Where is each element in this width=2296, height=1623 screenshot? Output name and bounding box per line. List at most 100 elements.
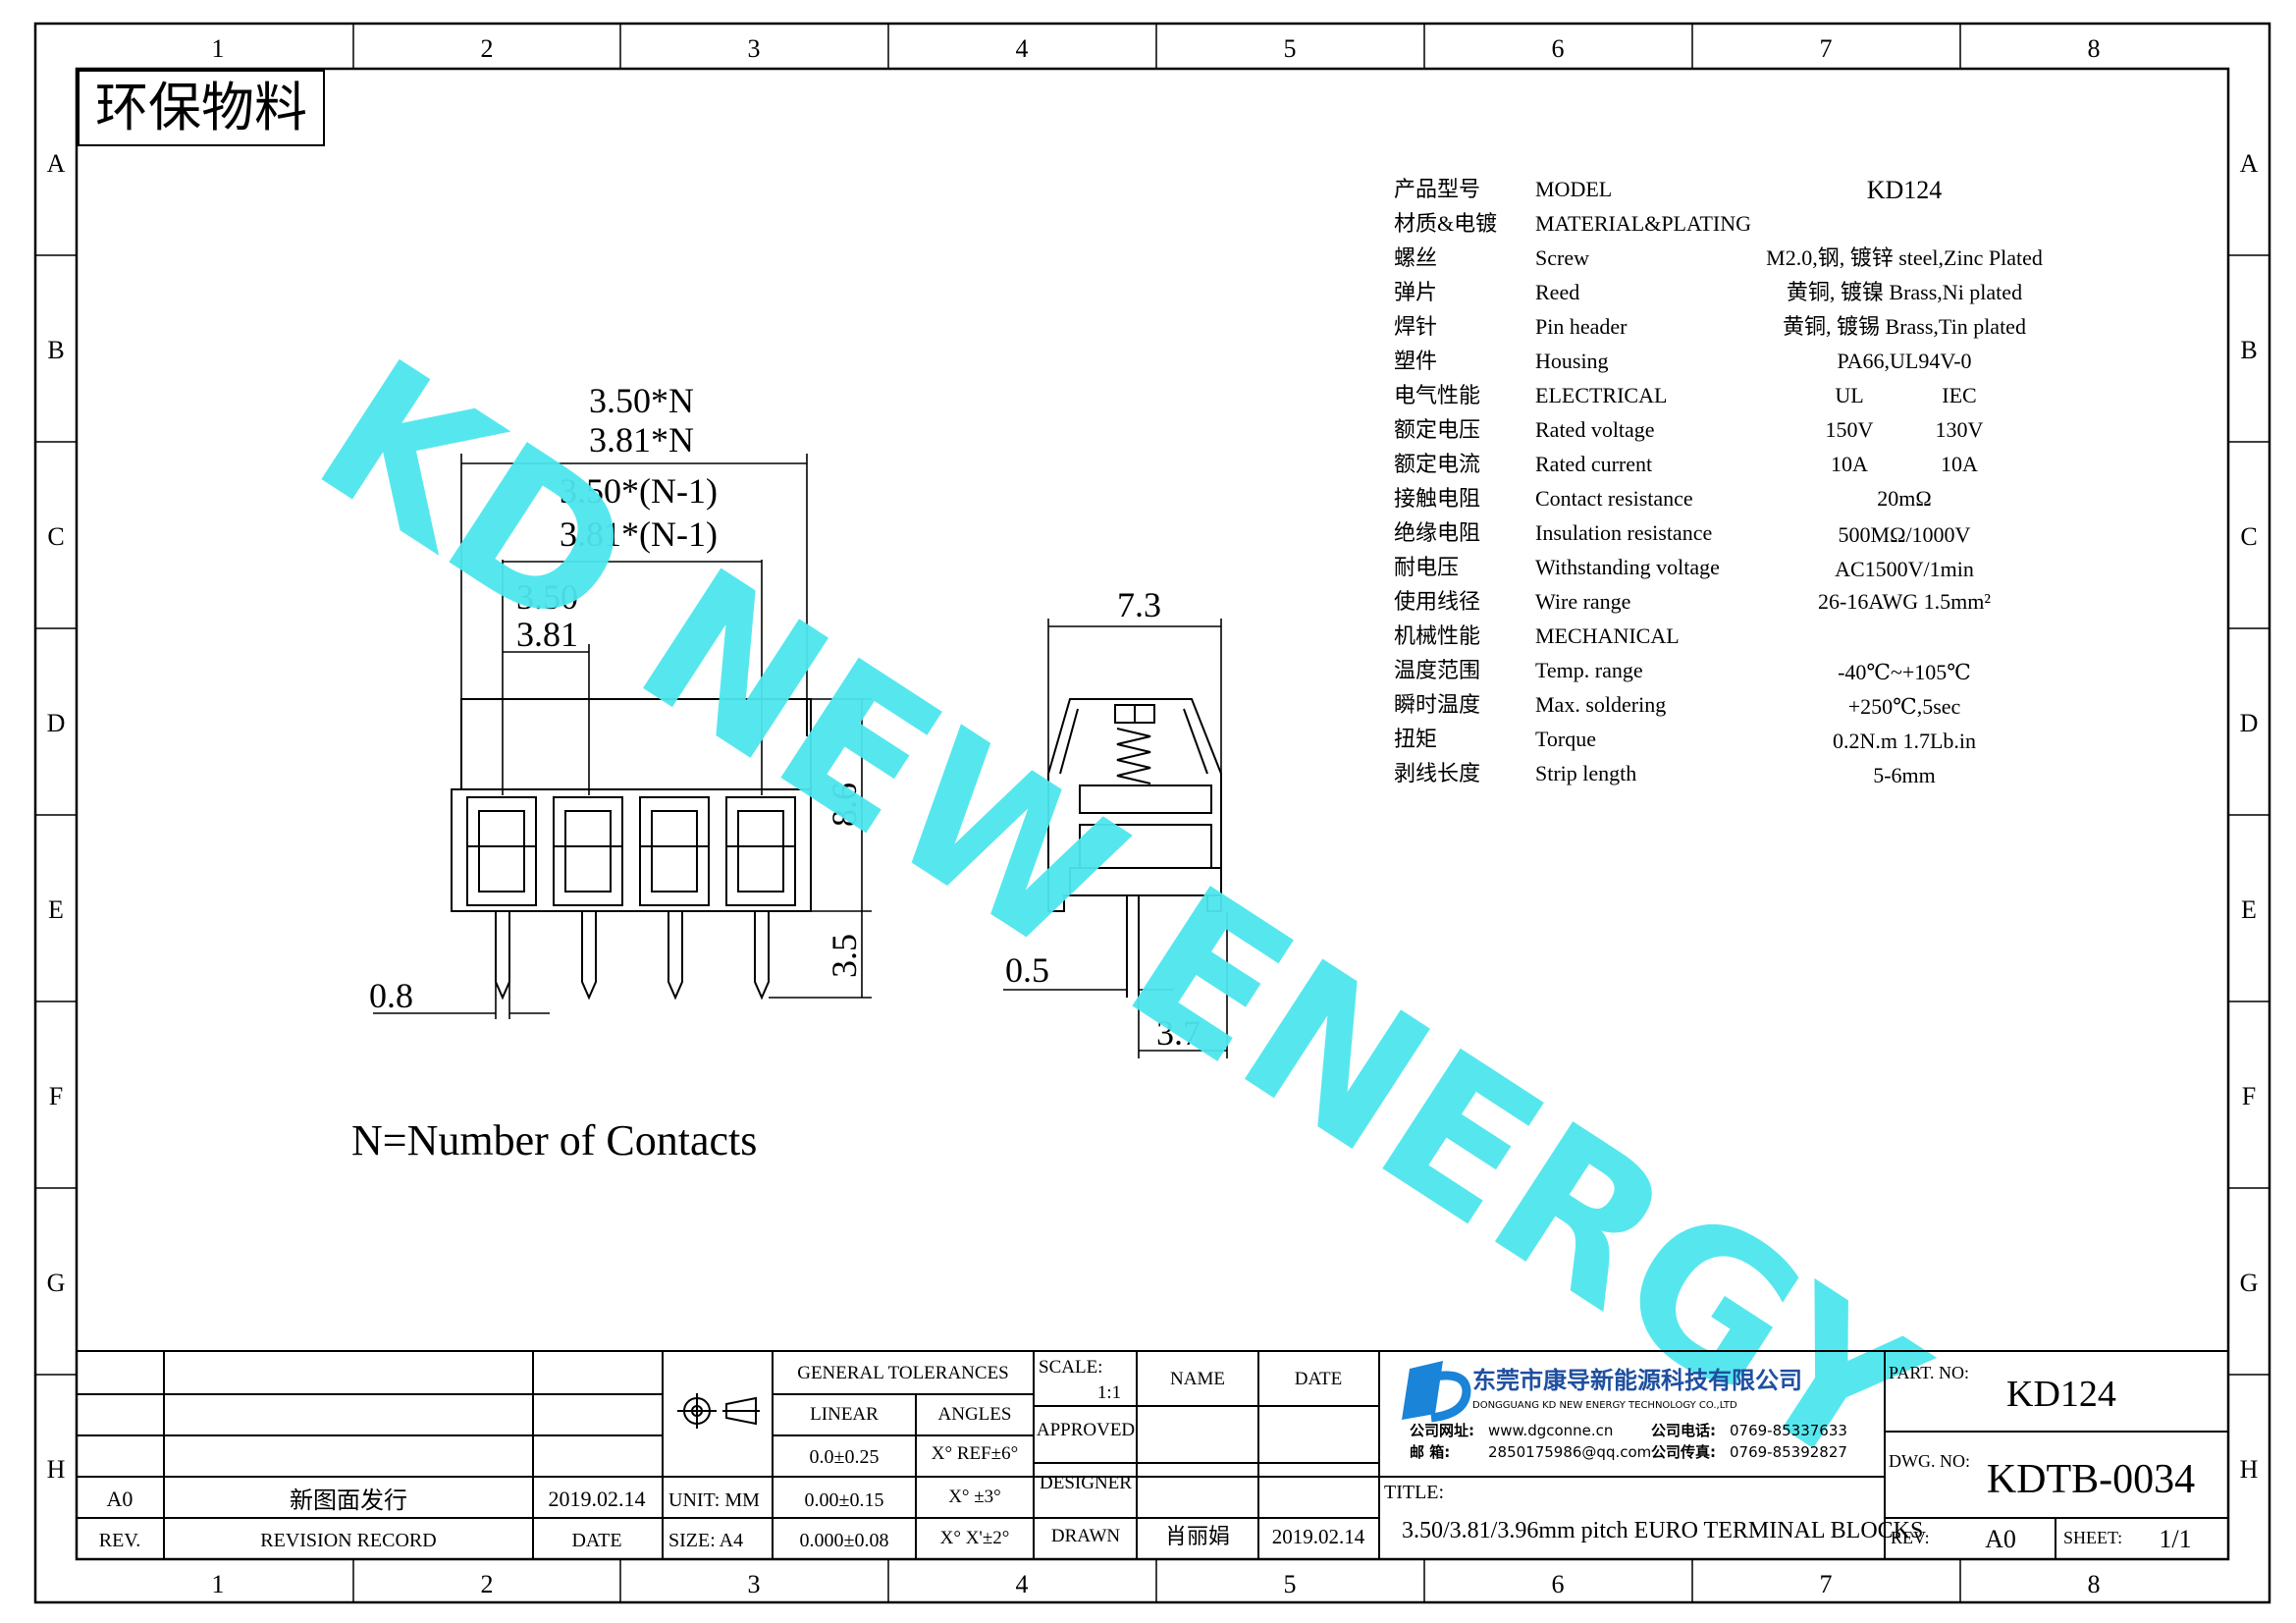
spec-value: +250℃,5sec bbox=[1848, 694, 1961, 719]
wire-cavity bbox=[725, 796, 796, 906]
spec-cn: 弹片 bbox=[1394, 280, 1437, 304]
spec-cn: 接触电阻 bbox=[1394, 486, 1480, 511]
phone: 0769-85337633 bbox=[1730, 1422, 1847, 1439]
row-label: D bbox=[47, 709, 66, 737]
wire-cavity bbox=[639, 796, 710, 906]
spec-value-iec: IEC bbox=[1942, 383, 1976, 407]
spec-en: Rated current bbox=[1535, 452, 1652, 476]
spec-value: 500MΩ/1000V bbox=[1839, 522, 1971, 547]
col-label: 4 bbox=[1016, 1570, 1029, 1598]
wire-cavity bbox=[466, 796, 537, 906]
spec-value: 黄铜, 镀锡 Brass,Tin plated bbox=[1783, 314, 2026, 339]
tol-angle: X° ±3° bbox=[948, 1487, 1001, 1507]
spec-value: 20mΩ bbox=[1877, 486, 1931, 511]
col-label: 5 bbox=[1284, 34, 1297, 63]
part-no: KD124 bbox=[2006, 1374, 2116, 1415]
eco-material-stamp: 环保物料 bbox=[78, 70, 325, 146]
col-label: 8 bbox=[2088, 34, 2101, 63]
rev-label: REV: bbox=[1891, 1528, 1930, 1547]
company-logo bbox=[1402, 1361, 1471, 1423]
spec-value: -40℃~+105℃ bbox=[1838, 660, 1971, 684]
spec-row: 使用线径 Wire range 26-16AWG 1.5mm² bbox=[1394, 589, 1991, 614]
title-block bbox=[77, 1350, 2228, 1559]
tol-angle: X° REF±6° bbox=[932, 1443, 1018, 1464]
email-label: 邮 箱: bbox=[1410, 1443, 1450, 1461]
spec-row: 剥线长度 Strip length 5-6mm bbox=[1394, 761, 1936, 787]
rev-header: REV. bbox=[99, 1530, 140, 1551]
side-pin bbox=[1126, 895, 1140, 998]
profile-edge bbox=[1059, 708, 1208, 775]
spec-value-iec: 130V bbox=[1936, 417, 1984, 442]
fax: 0769-85392827 bbox=[1730, 1443, 1847, 1461]
row-label: F bbox=[2242, 1082, 2256, 1110]
spec-en: Strip length bbox=[1535, 761, 1636, 785]
spec-en: Reed bbox=[1535, 280, 1579, 304]
phone-label: 公司电话: bbox=[1651, 1422, 1716, 1439]
row-labels: A B C D E F G H A B C D E F G H bbox=[47, 149, 2259, 1484]
row-label: B bbox=[47, 336, 64, 364]
dim-pin-length: 3.5 bbox=[825, 934, 864, 978]
col-label: 1 bbox=[212, 34, 225, 63]
spec-cn: 机械性能 bbox=[1394, 623, 1480, 648]
rev-value: A0 bbox=[107, 1487, 133, 1511]
spec-value-iec: 10A bbox=[1941, 452, 1978, 476]
spec-cn: 额定电流 bbox=[1394, 452, 1480, 476]
general-tolerances: GENERAL TOLERANCES bbox=[797, 1363, 1009, 1383]
drawn-label: DRAWN bbox=[1051, 1526, 1121, 1546]
dim-pitch-n-b: 3.81*N bbox=[589, 420, 694, 460]
website: www.dgconne.cn bbox=[1488, 1422, 1613, 1439]
spec-cn: 产品型号 bbox=[1394, 177, 1480, 201]
fax-label: 公司传真: bbox=[1651, 1443, 1716, 1461]
row-label: E bbox=[48, 895, 64, 924]
sheet-value: 1/1 bbox=[2159, 1525, 2191, 1553]
dim-pitch-n1-b: 3.81*(N-1) bbox=[560, 514, 718, 554]
spec-cn: 使用线径 bbox=[1394, 589, 1480, 614]
spec-en: Rated voltage bbox=[1535, 417, 1655, 442]
spec-value-ul: 150V bbox=[1826, 417, 1874, 442]
spec-row: 耐电压 Withstanding voltage AC1500V/1min bbox=[1394, 555, 1974, 581]
spec-en: Withstanding voltage bbox=[1535, 555, 1720, 579]
row-label: B bbox=[2240, 336, 2257, 364]
spec-en: Wire range bbox=[1535, 589, 1630, 614]
spec-en: Insulation resistance bbox=[1535, 520, 1712, 545]
solder-pin bbox=[754, 911, 770, 1001]
spec-cn: 绝缘电阻 bbox=[1394, 520, 1480, 545]
scale-label: SCALE: bbox=[1039, 1357, 1102, 1378]
col-label: 5 bbox=[1284, 1570, 1297, 1598]
size-label: SIZE: A4 bbox=[668, 1530, 743, 1551]
col-label: 3 bbox=[748, 1570, 761, 1598]
spec-value-ul: 10A bbox=[1831, 452, 1868, 476]
row-label: C bbox=[47, 522, 64, 551]
linear-label: LINEAR bbox=[810, 1404, 879, 1425]
spec-row: 绝缘电阻 Insulation resistance 500MΩ/1000V bbox=[1394, 520, 1971, 547]
spec-en: MODEL bbox=[1535, 177, 1612, 201]
dim-pitch-a: 3.50 bbox=[516, 577, 578, 617]
spec-row: 螺丝 Screw M2.0,钢, 镀锌 steel,Zinc Plated bbox=[1394, 245, 2043, 270]
spec-en: Screw bbox=[1535, 245, 1589, 270]
spec-cn: 材质&电镀 bbox=[1394, 211, 1497, 236]
spec-cn: 螺丝 bbox=[1394, 245, 1437, 270]
dim-pitch-n-a: 3.50*N bbox=[589, 381, 694, 420]
spec-cn: 瞬时温度 bbox=[1394, 692, 1480, 717]
spec-value: KD124 bbox=[1867, 176, 1943, 204]
spec-row: 温度范围 Temp. range -40℃~+105℃ bbox=[1394, 658, 1971, 684]
drawing-frame bbox=[33, 22, 2271, 1604]
watermark-text: KD NEW ENERGY bbox=[281, 317, 1958, 1518]
col-label: 8 bbox=[2088, 1570, 2101, 1598]
spec-en: Housing bbox=[1535, 349, 1609, 373]
spec-value: 26-16AWG 1.5mm² bbox=[1818, 589, 1991, 614]
spec-value: AC1500V/1min bbox=[1835, 557, 1974, 581]
spec-cn: 剥线长度 bbox=[1394, 761, 1480, 785]
spec-row: 电气性能 ELECTRICAL UL IEC bbox=[1394, 383, 1977, 407]
dwg-no-label: DWG. NO: bbox=[1889, 1451, 1970, 1471]
row-label: A bbox=[47, 149, 66, 178]
spec-cn: 额定电压 bbox=[1394, 417, 1480, 442]
spec-en: MATERIAL&PLATING bbox=[1535, 211, 1751, 236]
rev-date-header: DATE bbox=[571, 1530, 621, 1551]
housing-lower bbox=[451, 788, 812, 912]
title-label: TITLE: bbox=[1384, 1482, 1444, 1503]
tol-angle: X° X'±2° bbox=[940, 1528, 1010, 1548]
rev-record-header: REVISION RECORD bbox=[260, 1530, 436, 1551]
scale-value: 1:1 bbox=[1097, 1382, 1121, 1403]
drawn-name: 肖丽娟 bbox=[1165, 1524, 1230, 1548]
